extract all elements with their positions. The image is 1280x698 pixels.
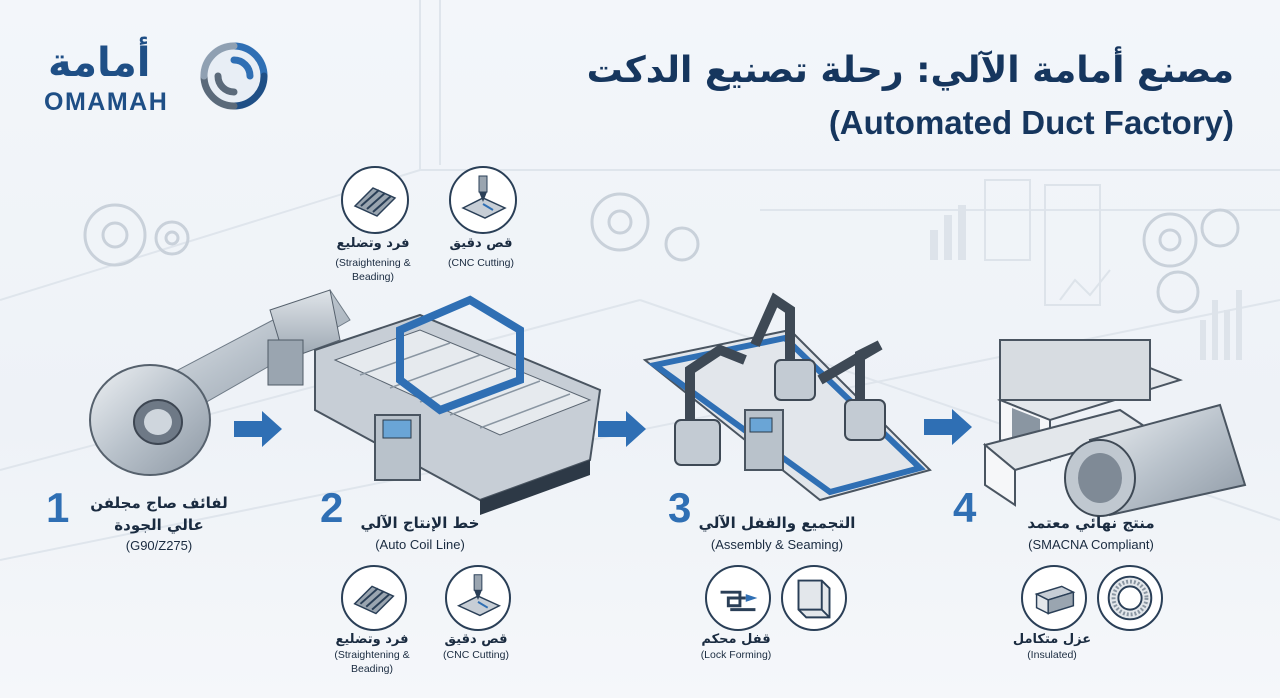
step-3-title-ar: التجميع والقفل الآلي — [698, 514, 856, 532]
feature-bottom-beading-en: (Straightening &Beading) — [334, 649, 410, 675]
brand-name-english: OMAMAH — [44, 88, 169, 116]
brand-name-arabic: أمامة — [48, 40, 151, 86]
step-3-number: 3 — [668, 484, 692, 531]
assembly-robots — [642, 292, 932, 502]
step-2-title-ar: خط الإنتاج الآلي — [360, 514, 480, 532]
page-title-arabic: مصنع أمامة الآلي: رحلة تصنيع الدكت — [586, 50, 1234, 91]
feature-insulated-ar: عزل متكامل — [1012, 632, 1092, 647]
brand-logo-icon — [200, 42, 268, 110]
page-title-english: (Automated Duct Factory) — [828, 104, 1234, 141]
feature-lock-forming-ar: قفل محكم — [701, 632, 771, 647]
step-4-number: 4 — [953, 484, 977, 531]
cnc-cutting-icon — [445, 565, 511, 631]
round-duct-icon — [1097, 565, 1163, 631]
feature-top-cnc-ar: قص دقيق — [449, 236, 513, 251]
flow-arrow-1 — [234, 411, 282, 447]
auto-coil-line-machine — [314, 295, 602, 515]
steel-coil — [89, 289, 351, 476]
flow-arrow-2 — [598, 411, 646, 447]
step-4-title-ar: منتج نهائي معتمد — [1027, 514, 1155, 532]
feature-top-beading-en: (Straightening &Beading) — [335, 257, 411, 283]
step-3-title-en: (Assembly & Seaming) — [710, 537, 844, 552]
step-2-number: 2 — [320, 484, 344, 531]
step-4-title-en: (SMACNA Compliant) — [1028, 537, 1154, 552]
feature-top-beading-ar: فرد وتضليع — [336, 236, 410, 251]
beading-icon — [341, 166, 409, 234]
feature-bottom-beading-ar: فرد وتضليع — [335, 632, 409, 647]
corner-seam-icon — [781, 565, 847, 631]
step-2-title-en: (Auto Coil Line) — [375, 537, 465, 552]
flow-arrow-3 — [924, 409, 972, 445]
step-1-title-en: (G90/Z275) — [125, 538, 193, 553]
feature-lock-forming-en: (Lock Forming) — [700, 649, 772, 661]
insulated-duct-icon — [1021, 565, 1087, 631]
feature-insulated-en: (Insulated) — [1027, 649, 1077, 661]
feature-top-cnc-en: (CNC Cutting) — [448, 257, 514, 269]
lock-forming-icon — [705, 565, 771, 631]
beading-icon — [341, 565, 407, 631]
gear-icon — [83, 192, 1240, 314]
feature-bottom-cnc-ar: قص دقيق — [444, 632, 508, 647]
feature-bottom-cnc-en: (CNC Cutting) — [443, 649, 509, 661]
finished-ducts — [982, 339, 1247, 517]
step-1-number: 1 — [46, 484, 70, 531]
cnc-cutting-icon — [449, 166, 517, 234]
